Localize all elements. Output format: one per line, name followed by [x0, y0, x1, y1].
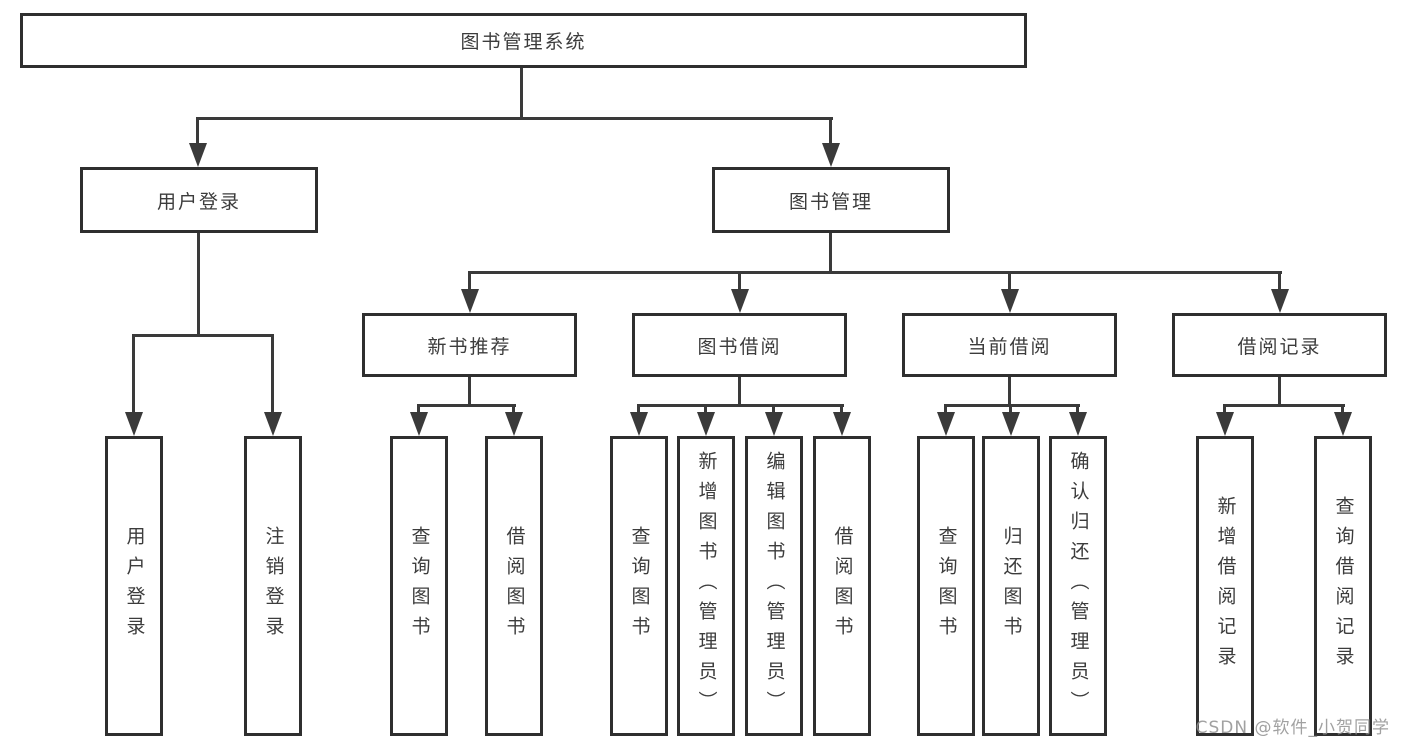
arrow-down-icon [1271, 289, 1289, 313]
leaf-label: 用户登录 [123, 526, 146, 646]
node-label: 图书管理系统 [460, 31, 587, 53]
node-label: 新书推荐 [427, 335, 512, 358]
node-current-borrow: 当前借阅 [902, 313, 1117, 377]
leaf-return-book: 归还图书 [982, 436, 1040, 736]
leaf-query-borrow-record: 查询借阅记录 [1314, 436, 1372, 736]
leaf-label: 查询借阅记录 [1332, 496, 1355, 676]
connector-vertical [468, 377, 471, 407]
connector-root-vertical [520, 68, 523, 120]
connector-stub [196, 117, 199, 147]
leaf-logout: 注销登录 [244, 436, 302, 736]
leaf-label: 借阅图书 [503, 526, 526, 646]
node-label: 当前借阅 [967, 335, 1052, 358]
connector-vertical [1278, 377, 1281, 407]
arrow-down-icon [125, 412, 143, 436]
node-book-management: 图书管理 [712, 167, 950, 233]
leaf-label: 新增图书（管理员） [695, 451, 718, 721]
leaf-borrow-books: 借阅图书 [813, 436, 871, 736]
leaf-label: 新增借阅记录 [1214, 496, 1237, 676]
arrow-down-icon [937, 412, 955, 436]
arrow-down-icon [765, 412, 783, 436]
connector-vertical [1008, 377, 1011, 407]
node-label: 用户登录 [156, 190, 241, 213]
leaf-label: 编辑图书（管理员） [763, 451, 786, 721]
connector-stub [1008, 271, 1011, 293]
leaf-query-books-borrow: 查询图书 [610, 436, 668, 736]
leaf-query-books-recommend: 查询图书 [390, 436, 448, 736]
leaf-label: 查询图书 [408, 526, 431, 646]
arrow-down-icon [833, 412, 851, 436]
connector-stub [132, 334, 135, 416]
connector-stub [738, 271, 741, 293]
arrow-down-icon [731, 289, 749, 313]
leaf-label: 查询图书 [628, 526, 651, 646]
node-book-borrow: 图书借阅 [632, 313, 847, 377]
connector-stub [1223, 404, 1226, 418]
connector-stub [704, 404, 707, 418]
connector-stub [944, 404, 947, 418]
leaf-label: 查询图书 [935, 526, 958, 646]
connector-stub [271, 334, 274, 416]
connector-stub [840, 404, 843, 418]
arrow-down-icon [822, 143, 840, 167]
leaf-confirm-return-admin: 确认归还（管理员） [1049, 436, 1107, 736]
arrow-down-icon [697, 412, 715, 436]
connector-stub [637, 404, 640, 418]
node-label: 图书借阅 [697, 335, 782, 358]
arrow-down-icon [1001, 289, 1019, 313]
connector-horizontal [637, 404, 844, 407]
leaf-add-borrow-record: 新增借阅记录 [1196, 436, 1254, 736]
connector-horizontal [1223, 404, 1345, 407]
arrow-down-icon [461, 289, 479, 313]
arrow-down-icon [1069, 412, 1087, 436]
connector-stub [417, 404, 420, 418]
connector-stub [1076, 404, 1079, 418]
connector-level3-horizontal [468, 271, 1282, 274]
leaf-borrow-books-recommend: 借阅图书 [485, 436, 543, 736]
leaf-label: 确认归还（管理员） [1067, 451, 1090, 721]
connector-stub [468, 271, 471, 293]
connector-stub [1278, 271, 1281, 293]
connector-userlogin-vertical [197, 233, 200, 337]
connector-userlogin-horizontal [132, 334, 274, 337]
connector-level2-horizontal [196, 117, 833, 120]
arrow-down-icon [630, 412, 648, 436]
connector-stub [512, 404, 515, 418]
node-label: 借阅记录 [1237, 335, 1322, 358]
leaf-add-book-admin: 新增图书（管理员） [677, 436, 735, 736]
leaf-query-books-current: 查询图书 [917, 436, 975, 736]
arrow-down-icon [505, 412, 523, 436]
arrow-down-icon [264, 412, 282, 436]
connector-horizontal [944, 404, 1080, 407]
node-label: 图书管理 [788, 190, 873, 213]
watermark: CSDN @软件_小贺同学 [1195, 718, 1390, 738]
arrow-down-icon [189, 143, 207, 167]
arrow-down-icon [410, 412, 428, 436]
leaf-label: 归还图书 [1000, 526, 1023, 646]
arrow-down-icon [1216, 412, 1234, 436]
connector-stub [772, 404, 775, 418]
leaf-user-login: 用户登录 [105, 436, 163, 736]
leaf-label: 借阅图书 [831, 526, 854, 646]
node-user-login: 用户登录 [80, 167, 318, 233]
arrow-down-icon [1334, 412, 1352, 436]
node-borrow-records: 借阅记录 [1172, 313, 1387, 377]
connector-stub [1009, 404, 1012, 418]
connector-stub [1341, 404, 1344, 418]
connector-stub [829, 117, 832, 147]
connector-horizontal [417, 404, 516, 407]
node-new-book-recommend: 新书推荐 [362, 313, 577, 377]
node-root: 图书管理系统 [20, 13, 1027, 68]
connector-bookmgmt-vertical [829, 233, 832, 273]
arrow-down-icon [1002, 412, 1020, 436]
connector-vertical [738, 377, 741, 407]
leaf-edit-book-admin: 编辑图书（管理员） [745, 436, 803, 736]
leaf-label: 注销登录 [262, 526, 285, 646]
